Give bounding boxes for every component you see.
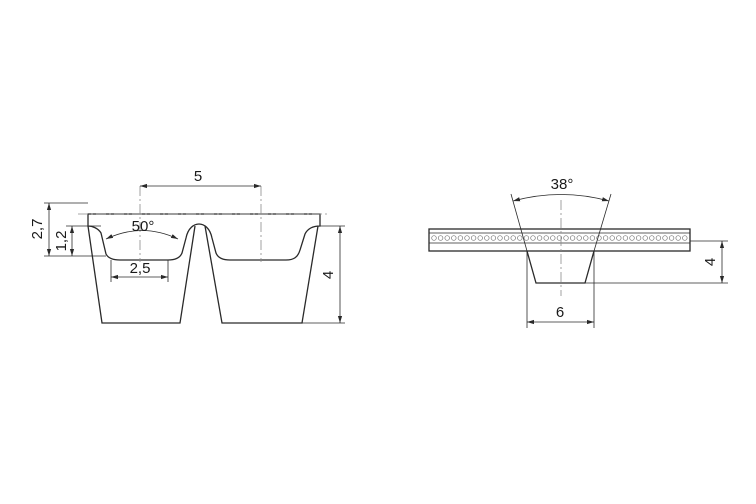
tension-cord <box>569 235 576 241</box>
tension-cord <box>589 235 596 241</box>
dim-section-angle-leg-left <box>510 193 528 252</box>
tension-cord <box>490 235 497 241</box>
tension-cord <box>675 235 681 241</box>
tension-cord <box>649 235 655 241</box>
tension-cord <box>576 235 582 241</box>
belt-profile-view: 5 50° 2,5 2,7 1,2 4 <box>29 168 345 324</box>
tension-cord <box>629 235 635 241</box>
tension-cord <box>602 235 609 241</box>
belt-section-view: 38° 6 4 <box>428 176 728 328</box>
tension-cord <box>523 235 530 241</box>
tension-cord <box>583 235 589 241</box>
tension-cord <box>550 235 556 241</box>
belt-body <box>428 228 691 252</box>
tension-cord <box>609 235 615 241</box>
dim-depth-label: 4 <box>320 271 337 279</box>
tension-cord <box>662 235 668 241</box>
tension-cord <box>510 235 516 241</box>
tension-cord <box>437 235 444 241</box>
dim-section-angle-leg-right <box>593 193 612 252</box>
tension-cord <box>431 235 437 241</box>
dim-section-angle-arc <box>512 194 610 202</box>
v-section-outline <box>526 250 595 284</box>
dim-rib-label: 1,2 <box>53 231 70 252</box>
tension-cord <box>622 235 629 241</box>
dim-section-angle-label: 38° <box>551 176 574 193</box>
dim-width-label: 6 <box>556 304 564 321</box>
rib-right-outline <box>204 225 319 324</box>
tension-cord <box>444 235 450 241</box>
dim-tip-label: 2,5 <box>130 260 151 277</box>
tension-cord <box>563 235 569 241</box>
tension-cord <box>470 235 477 241</box>
dim-section-depth-label: 4 <box>702 258 719 266</box>
tension-cord <box>536 235 543 241</box>
tension-cord <box>457 235 464 241</box>
tension-cord <box>616 235 622 241</box>
tension-cord <box>682 235 688 241</box>
tension-cord <box>543 235 549 241</box>
belt-tension-cords <box>431 235 688 241</box>
tension-cord <box>556 235 563 241</box>
dim-height-label: 2,7 <box>29 219 46 240</box>
tension-cord <box>642 235 648 241</box>
tension-cord <box>530 235 536 241</box>
tension-cord <box>477 235 483 241</box>
dim-pitch-label: 5 <box>194 168 202 185</box>
tension-cord <box>668 235 675 241</box>
dim-angle-label: 50° <box>132 218 155 235</box>
rib-left-outline <box>87 225 196 324</box>
tension-cord <box>635 235 642 241</box>
tension-cord <box>451 235 457 241</box>
tension-cord <box>517 235 523 241</box>
belt-profile-outline <box>87 213 321 261</box>
tension-cord <box>503 235 510 241</box>
tension-cord <box>655 235 662 241</box>
tension-cord <box>464 235 470 241</box>
tension-cord <box>484 235 490 241</box>
tension-cord <box>497 235 503 241</box>
dim-angle-arc <box>105 230 179 240</box>
